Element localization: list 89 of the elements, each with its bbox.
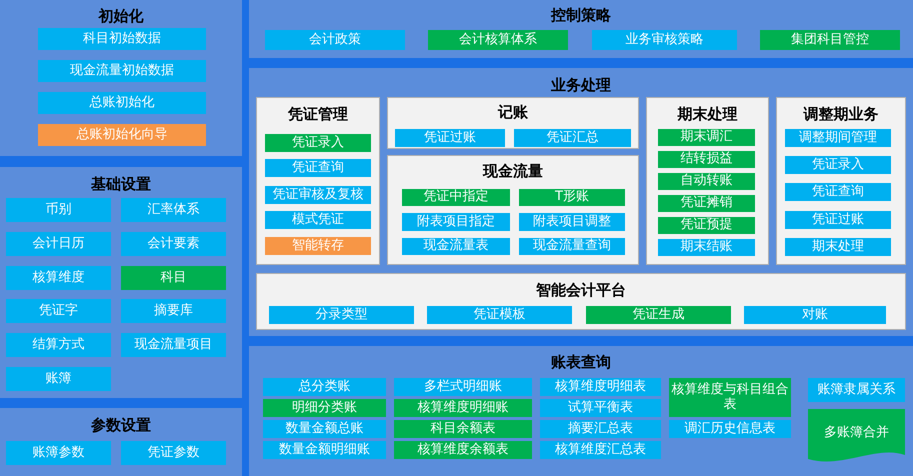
module-tile: 智能转存 xyxy=(265,237,371,255)
module-tile: 凭证过账 xyxy=(785,211,891,229)
module-tile: 会计政策 xyxy=(265,30,405,50)
module-tile: 分录类型 xyxy=(269,306,414,324)
section-heading: 控制策略 xyxy=(550,6,612,25)
module-tile: 期末结账 xyxy=(658,239,755,256)
module-tile: 现金流量初始数据 xyxy=(38,60,206,82)
module-tile: T形账 xyxy=(519,189,625,206)
section-panel xyxy=(249,346,913,476)
module-tile: 摘要库 xyxy=(121,299,226,323)
section-heading: 业务处理 xyxy=(550,76,612,95)
module-tile: 凭证模板 xyxy=(427,306,572,324)
module-tile: 凭证过账 xyxy=(395,129,505,147)
section-panel xyxy=(0,408,242,476)
module-tile: 现金流量项目 xyxy=(121,333,226,357)
module-tile: 总账初始化 xyxy=(38,92,206,114)
module-tile: 凭证查询 xyxy=(265,159,371,177)
module-tile: 自动转账 xyxy=(658,173,755,190)
module-tile: 会计核算体系 xyxy=(428,30,568,50)
module-tile: 摘要汇总表 xyxy=(540,420,661,438)
module-tile: 模式凭证 xyxy=(265,211,371,229)
module-tile: 附表项目调整 xyxy=(519,213,625,231)
module-tile: 明细分类账 xyxy=(263,399,386,417)
section-panel xyxy=(646,97,769,265)
module-tile: 凭证录入 xyxy=(785,156,891,174)
module-tile: 附表项目指定 xyxy=(402,213,510,231)
section-heading: 参数设置 xyxy=(90,416,152,435)
module-tile: 调汇历史信息表 xyxy=(669,420,791,438)
section-panel xyxy=(0,0,242,156)
section-heading: 期末处理 xyxy=(676,105,738,124)
section-panel xyxy=(256,97,380,265)
section-heading: 凭证管理 xyxy=(286,105,349,124)
section-heading: 调整期业务 xyxy=(802,105,880,124)
module-tile: 凭证摊销 xyxy=(658,195,755,212)
module-tile: 凭证字 xyxy=(6,299,111,323)
module-tile: 凭证参数 xyxy=(121,441,226,465)
module-tile: 凭证生成 xyxy=(586,306,731,324)
module-tile: 现金流量查询 xyxy=(519,238,625,255)
module-tile: 账簿隶属关系 xyxy=(808,378,905,402)
module-tile: 科目初始数据 xyxy=(38,28,206,50)
module-tile: 集团科目管控 xyxy=(760,30,900,50)
module-tile: 调整期间管理 xyxy=(785,129,891,147)
module-tile: 账簿 xyxy=(6,367,111,391)
module-tile: 会计要素 xyxy=(121,232,226,256)
module-tile: 科目余额表 xyxy=(394,420,532,438)
module-tile: 期末处理 xyxy=(785,238,891,256)
module-tile: 数量金额总账 xyxy=(263,420,386,438)
section-heading: 智能会计平台 xyxy=(535,281,627,300)
module-tile: 币别 xyxy=(6,198,111,222)
module-tile: 凭证中指定 xyxy=(402,189,510,206)
module-tile: 核算维度明细表 xyxy=(540,378,661,396)
module-tile: 科目 xyxy=(121,266,226,290)
module-tile: 会计日历 xyxy=(6,232,111,256)
module-tile: 总账初始化向导 xyxy=(38,124,206,146)
module-tile: 凭证录入 xyxy=(265,134,371,152)
module-tile: 凭证审核及复核 xyxy=(265,186,371,204)
module-tile: 现金流量表 xyxy=(402,238,510,255)
module-tile: 账簿参数 xyxy=(6,441,111,465)
section-panel xyxy=(387,97,639,149)
section-heading: 初始化 xyxy=(97,7,144,26)
section-heading: 账表查询 xyxy=(550,353,612,372)
module-label: 多账簿合并 xyxy=(823,424,890,441)
module-tile: 凭证查询 xyxy=(785,183,891,201)
module-tile: 期末调汇 xyxy=(658,129,755,146)
module-tile: 核算维度汇总表 xyxy=(540,441,661,459)
module-tile: 核算维度与科目组合表 xyxy=(669,378,791,417)
section-panel xyxy=(0,167,242,398)
section-heading: 记账 xyxy=(496,103,529,122)
module-tile: 试算平衡表 xyxy=(540,399,661,417)
module-tile: 多栏式明细账 xyxy=(394,378,532,396)
module-tile: 汇率体系 xyxy=(121,198,226,222)
module-tile: 核算维度余额表 xyxy=(394,441,532,459)
section-panel xyxy=(249,0,913,58)
section-heading: 现金流量 xyxy=(482,162,544,181)
module-tile: 对账 xyxy=(744,306,886,324)
section-heading: 基础设置 xyxy=(90,175,152,194)
module-tile: 结转损益 xyxy=(658,151,755,168)
module-tile: 核算维度 xyxy=(6,266,111,290)
section-panel xyxy=(256,273,906,330)
section-panel xyxy=(249,68,913,336)
module-tile: 总分类账 xyxy=(263,378,386,396)
section-panel xyxy=(387,155,639,265)
module-tile: 数量金额明细账 xyxy=(263,441,386,459)
module-tile: 业务审核策略 xyxy=(592,30,737,50)
module-tile: 结算方式 xyxy=(6,333,111,357)
module-tile: 核算维度明细账 xyxy=(394,399,532,417)
module-tile: 凭证汇总 xyxy=(514,129,631,147)
module-tile: 凭证预提 xyxy=(658,217,755,234)
section-panel xyxy=(776,97,906,265)
